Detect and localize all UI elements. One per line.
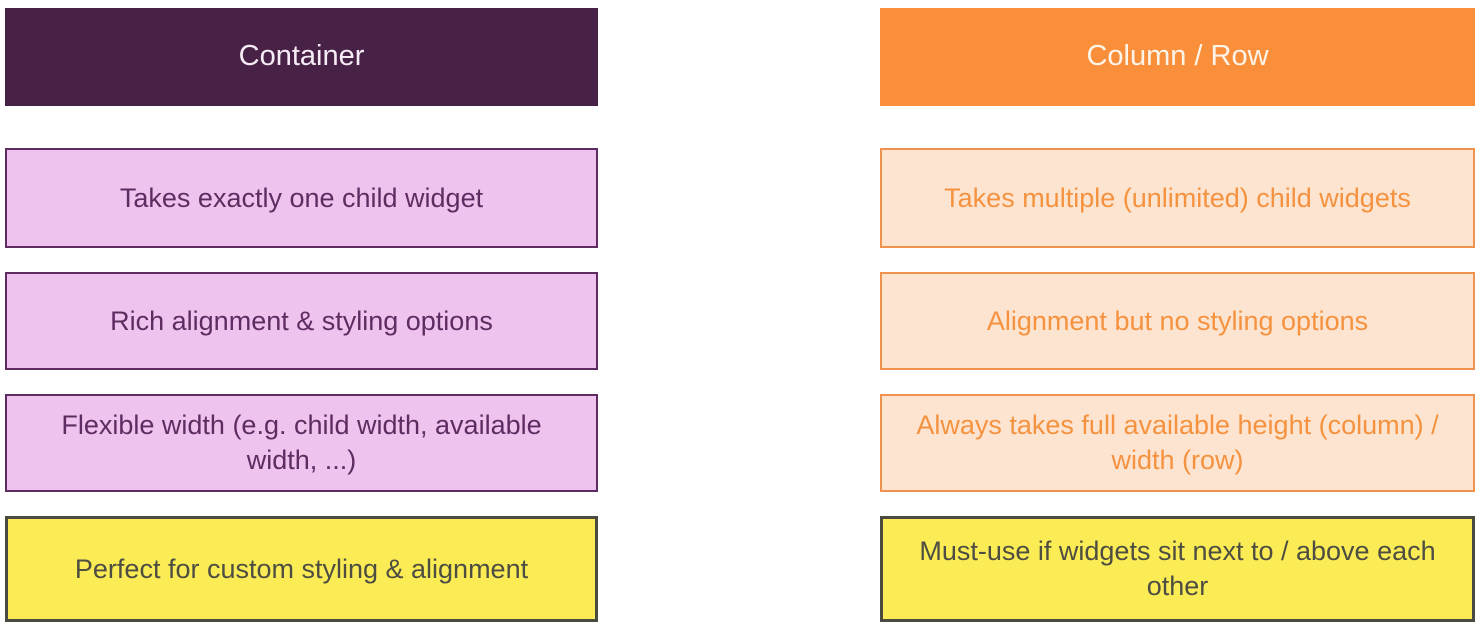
container-feature-box-2: Rich alignment & styling options	[5, 272, 598, 370]
column-row-feature-box-2: Alignment but no styling options	[880, 272, 1475, 370]
container-feature-box-1: Takes exactly one child widget	[5, 148, 598, 248]
container-header: Container	[5, 8, 598, 106]
column-row-feature-box-1: Takes multiple (unlimited) child widgets	[880, 148, 1475, 248]
column-row-header: Column / Row	[880, 8, 1475, 106]
column-row-highlight-box: Must-use if widgets sit next to / above …	[880, 516, 1475, 622]
column-row-column: Column / Row Takes multiple (unlimited) …	[880, 0, 1475, 626]
container-column: Container Takes exactly one child widget…	[5, 0, 598, 626]
container-feature-box-3: Flexible width (e.g. child width, availa…	[5, 394, 598, 492]
container-highlight-box: Perfect for custom styling & alignment	[5, 516, 598, 622]
column-row-feature-box-3: Always takes full available height (colu…	[880, 394, 1475, 492]
